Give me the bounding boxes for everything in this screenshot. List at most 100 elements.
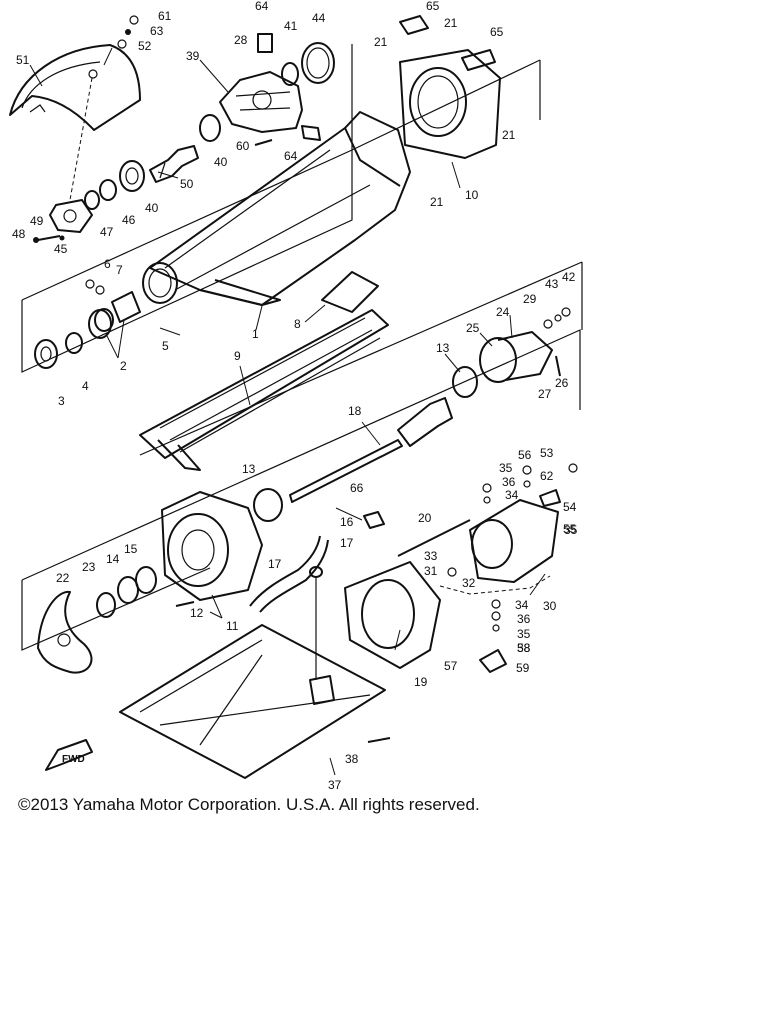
callout-32: 32 xyxy=(462,576,476,590)
oil-seal-13 xyxy=(253,366,478,522)
callout-45: 45 xyxy=(54,242,68,256)
callout-27: 27 xyxy=(538,387,552,401)
callout-10: 10 xyxy=(465,188,479,202)
callout-37: 37 xyxy=(328,778,342,790)
callout-21d: 21 xyxy=(430,195,444,209)
callout-43: 43 xyxy=(545,277,559,291)
callout-3: 3 xyxy=(58,394,65,408)
ring-44 xyxy=(301,42,335,84)
shaft-50 xyxy=(149,145,199,183)
callout-39: 39 xyxy=(186,49,200,63)
copyright-notice: ©2013 Yamaha Motor Corporation. U.S.A. A… xyxy=(18,795,480,814)
clip-64 xyxy=(257,33,321,141)
callout-44: 44 xyxy=(312,11,326,25)
callout-62: 62 xyxy=(540,469,554,483)
callout-40a: 40 xyxy=(145,201,159,215)
callout-9: 9 xyxy=(234,349,241,363)
callout-5: 5 xyxy=(162,339,169,353)
callout-66: 66 xyxy=(350,481,364,495)
impeller-22 xyxy=(37,590,93,674)
callout-23: 23 xyxy=(82,560,96,574)
callout-14: 14 xyxy=(106,552,120,566)
callout-65a: 65 xyxy=(426,0,440,13)
diagram-canvas: FWD 1 2 3 4 5 6 7 8 9 10 11 xyxy=(9,0,583,790)
callout-50: 50 xyxy=(180,177,194,191)
callout-41: 41 xyxy=(284,19,298,33)
callout-13b: 13 xyxy=(242,462,256,476)
intake-grate-9 xyxy=(139,309,389,471)
callout-51: 51 xyxy=(16,53,30,67)
callout-59: 59 xyxy=(516,661,530,675)
callout-31: 31 xyxy=(424,564,438,578)
clamp-17 xyxy=(309,566,323,680)
callout-36b: 36 xyxy=(517,612,531,626)
callout-58: 58 xyxy=(517,641,531,655)
hardware-31-36-53-56-62 xyxy=(447,463,578,632)
callout-21b: 21 xyxy=(444,16,458,30)
bearings-2-7 xyxy=(34,279,141,369)
callout-13a: 13 xyxy=(436,341,450,355)
hardware-52-61-63 xyxy=(117,15,139,49)
callout-16: 16 xyxy=(340,515,354,529)
callout-18: 18 xyxy=(348,404,362,418)
callout-leaders xyxy=(29,47,546,776)
callout-22: 22 xyxy=(56,571,70,585)
rod-20 xyxy=(397,519,471,557)
leader-51-45 xyxy=(69,77,93,201)
callout-60: 60 xyxy=(236,139,250,153)
callout-35c: 35 xyxy=(517,627,531,641)
callout-56: 56 xyxy=(518,448,532,462)
callout-53: 53 xyxy=(540,446,554,460)
bolt-38 xyxy=(367,737,391,743)
callout-48: 48 xyxy=(12,227,26,241)
callout-labels: 1 2 3 4 5 6 7 8 9 10 11 12 13 13 14 15 1… xyxy=(12,0,578,790)
forward-arrow-icon: FWD xyxy=(45,739,93,771)
callout-57: 57 xyxy=(444,659,458,673)
hardware-26-29-42-43 xyxy=(543,307,571,377)
bracket-45 xyxy=(49,199,93,233)
nozzle-19 xyxy=(344,561,441,669)
callout-25: 25 xyxy=(466,321,480,335)
callout-7: 7 xyxy=(116,263,123,277)
callout-1: 1 xyxy=(252,327,259,341)
bolt-60 xyxy=(254,139,273,146)
callout-26: 26 xyxy=(555,376,569,390)
callout-21a: 21 xyxy=(374,35,388,49)
callout-38b: 38 xyxy=(517,641,531,655)
drive-shaft-18 xyxy=(289,397,453,503)
steering-assembly-39 xyxy=(219,71,303,133)
ride-plate-37 xyxy=(119,624,386,779)
callout-28: 28 xyxy=(234,33,248,47)
callout-52: 52 xyxy=(138,39,152,53)
callout-17b: 17 xyxy=(268,557,282,571)
callout-2: 2 xyxy=(120,359,127,373)
callout-21c: 21 xyxy=(502,128,516,142)
callout-30: 30 xyxy=(543,599,557,613)
impeller-housing-11 xyxy=(161,491,263,601)
bearing-40b xyxy=(199,114,221,142)
callout-19: 19 xyxy=(414,675,428,689)
callout-54: 54 xyxy=(563,500,577,514)
jet-housing-1 xyxy=(142,111,411,306)
callout-55: 55 xyxy=(563,522,577,536)
bolt-12 xyxy=(175,601,195,607)
callout-36a: 36 xyxy=(502,475,516,489)
bearing-40 xyxy=(119,160,145,192)
callout-35a: 35 xyxy=(499,461,513,475)
bearings-14-15-23 xyxy=(96,566,157,618)
callout-49: 49 xyxy=(30,214,44,228)
oil-seal-46 xyxy=(99,179,117,201)
callout-64b: 64 xyxy=(284,149,298,163)
callout-17a: 17 xyxy=(340,536,354,550)
callout-11: 11 xyxy=(226,619,239,633)
callout-35b: 35 xyxy=(564,523,578,537)
callout-65b: 65 xyxy=(490,25,504,39)
callout-33: 33 xyxy=(424,549,438,563)
callout-34a: 34 xyxy=(505,488,519,502)
plate-8 xyxy=(321,271,379,313)
hose-16 xyxy=(249,535,329,613)
callout-4: 4 xyxy=(82,379,89,393)
callout-24: 24 xyxy=(496,305,510,319)
callout-6: 6 xyxy=(104,257,111,271)
